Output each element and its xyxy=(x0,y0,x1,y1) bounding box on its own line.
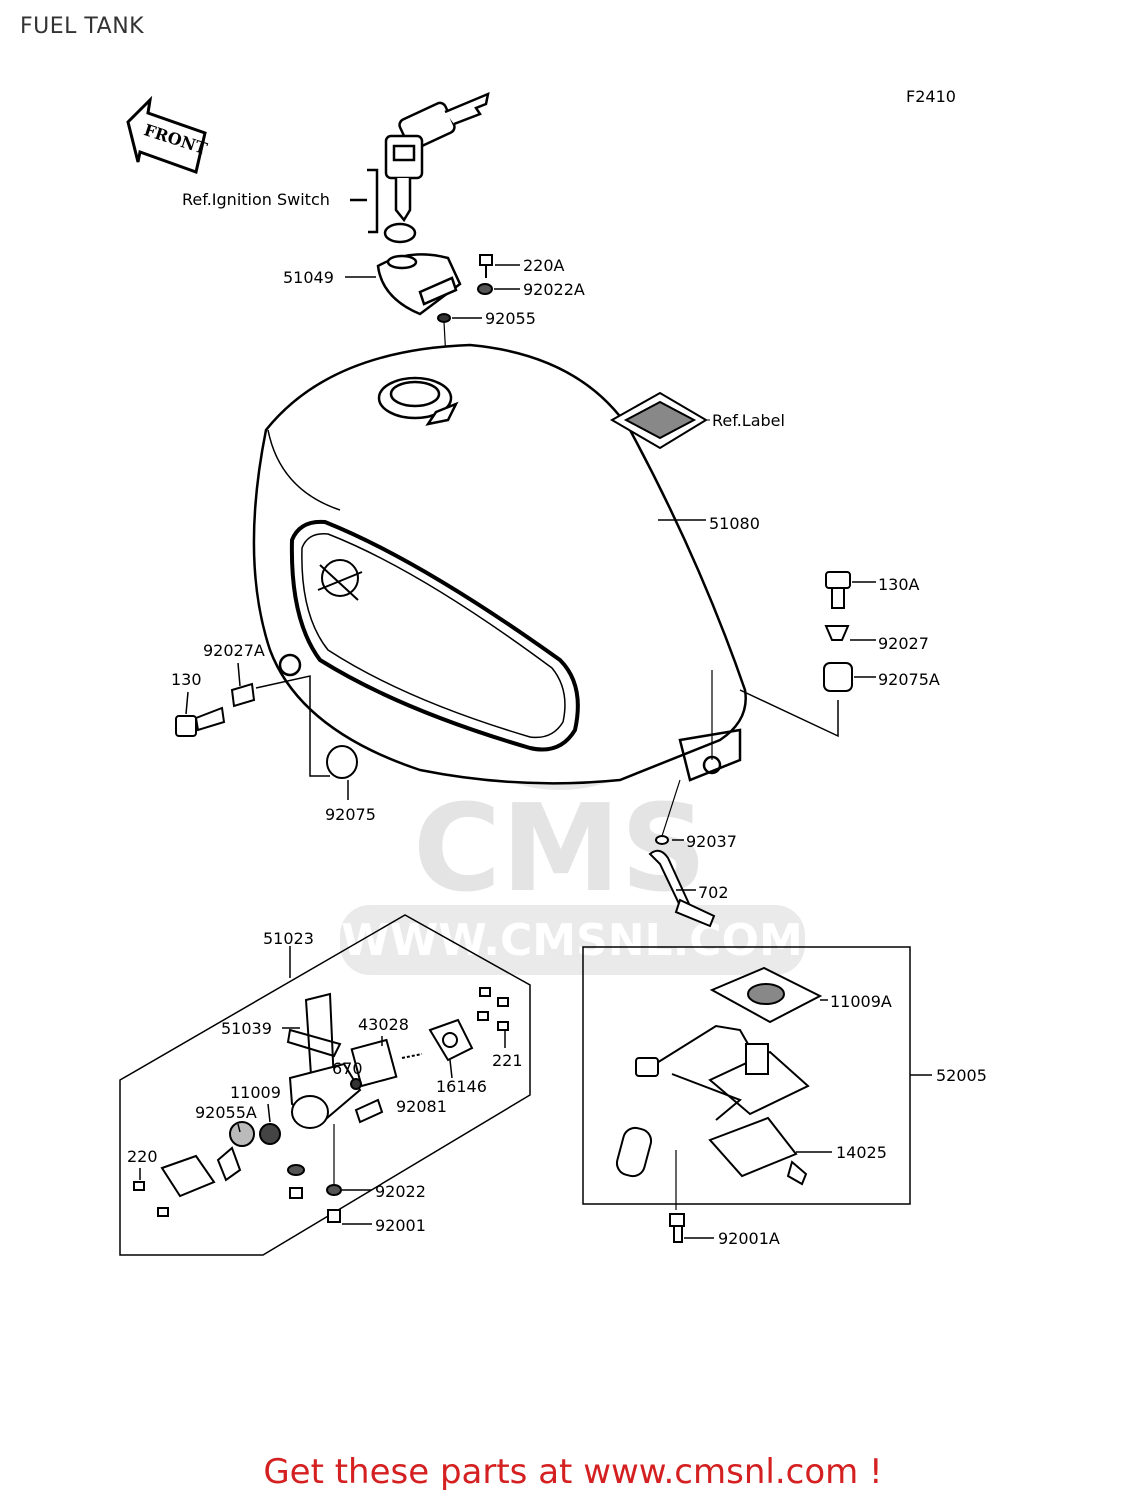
promo-banner: Get these parts at www.cmsnl.com ! xyxy=(0,1452,1146,1492)
label-16146: 16146 xyxy=(436,1077,487,1096)
label-130: 130 xyxy=(171,670,202,689)
label-51049: 51049 xyxy=(283,268,334,287)
fuel-tap-assembly-51023 xyxy=(119,914,531,1256)
promo-suffix: ! xyxy=(858,1452,883,1492)
label-43028: 43028 xyxy=(358,1015,409,1034)
label-ref-label: Ref.Label xyxy=(712,411,785,430)
label-92027: 92027 xyxy=(878,634,929,653)
front-arrow-icon: FRONT xyxy=(126,95,210,174)
label-92022: 92022 xyxy=(375,1182,426,1201)
fuel-tank-diagram: CMS WWW.CMSNL.COM F2410 FRONT Ref.Igniti… xyxy=(119,87,987,1256)
label-92027A: 92027A xyxy=(203,641,265,660)
label-92001A: 92001A xyxy=(718,1229,780,1248)
label-11009A: 11009A xyxy=(830,992,892,1011)
ignition-keys xyxy=(350,91,490,244)
label-11009: 11009 xyxy=(230,1083,281,1102)
tank-emblem-icon xyxy=(317,559,363,601)
label-51023: 51023 xyxy=(263,929,314,948)
label-92037: 92037 xyxy=(686,832,737,851)
label-221: 221 xyxy=(492,1051,523,1070)
label-92081: 92081 xyxy=(396,1097,447,1116)
watermark-url: WWW.CMSNL.COM xyxy=(341,915,803,966)
label-92075: 92075 xyxy=(325,805,376,824)
label-92055A: 92055A xyxy=(195,1103,257,1122)
label-92001: 92001 xyxy=(375,1216,426,1235)
label-92055: 92055 xyxy=(485,309,536,328)
fuel-tank-51080 xyxy=(252,343,747,785)
label-220A: 220A xyxy=(523,256,565,275)
label-702: 702 xyxy=(698,883,729,902)
label-92022A: 92022A xyxy=(523,280,585,299)
page-title: FUEL TANK xyxy=(20,14,145,39)
watermark-logo: CMS xyxy=(413,780,707,919)
label-51080: 51080 xyxy=(709,514,760,533)
label-52005: 52005 xyxy=(936,1066,987,1085)
label-130A: 130A xyxy=(878,575,920,594)
label-51039: 51039 xyxy=(221,1019,272,1038)
ref-label-plate xyxy=(609,391,708,450)
label-14025: 14025 xyxy=(836,1143,887,1162)
label-220: 220 xyxy=(127,1147,158,1166)
label-92075A: 92075A xyxy=(878,670,940,689)
promo-prefix: Get these parts at xyxy=(263,1452,584,1492)
label-670: 670 xyxy=(332,1059,363,1078)
promo-link[interactable]: www.cmsnl.com xyxy=(583,1452,859,1492)
cap-cover-51049 xyxy=(376,253,462,316)
label-ref-ignition: Ref.Ignition Switch xyxy=(182,190,330,209)
diagram-code: F2410 xyxy=(906,87,956,106)
